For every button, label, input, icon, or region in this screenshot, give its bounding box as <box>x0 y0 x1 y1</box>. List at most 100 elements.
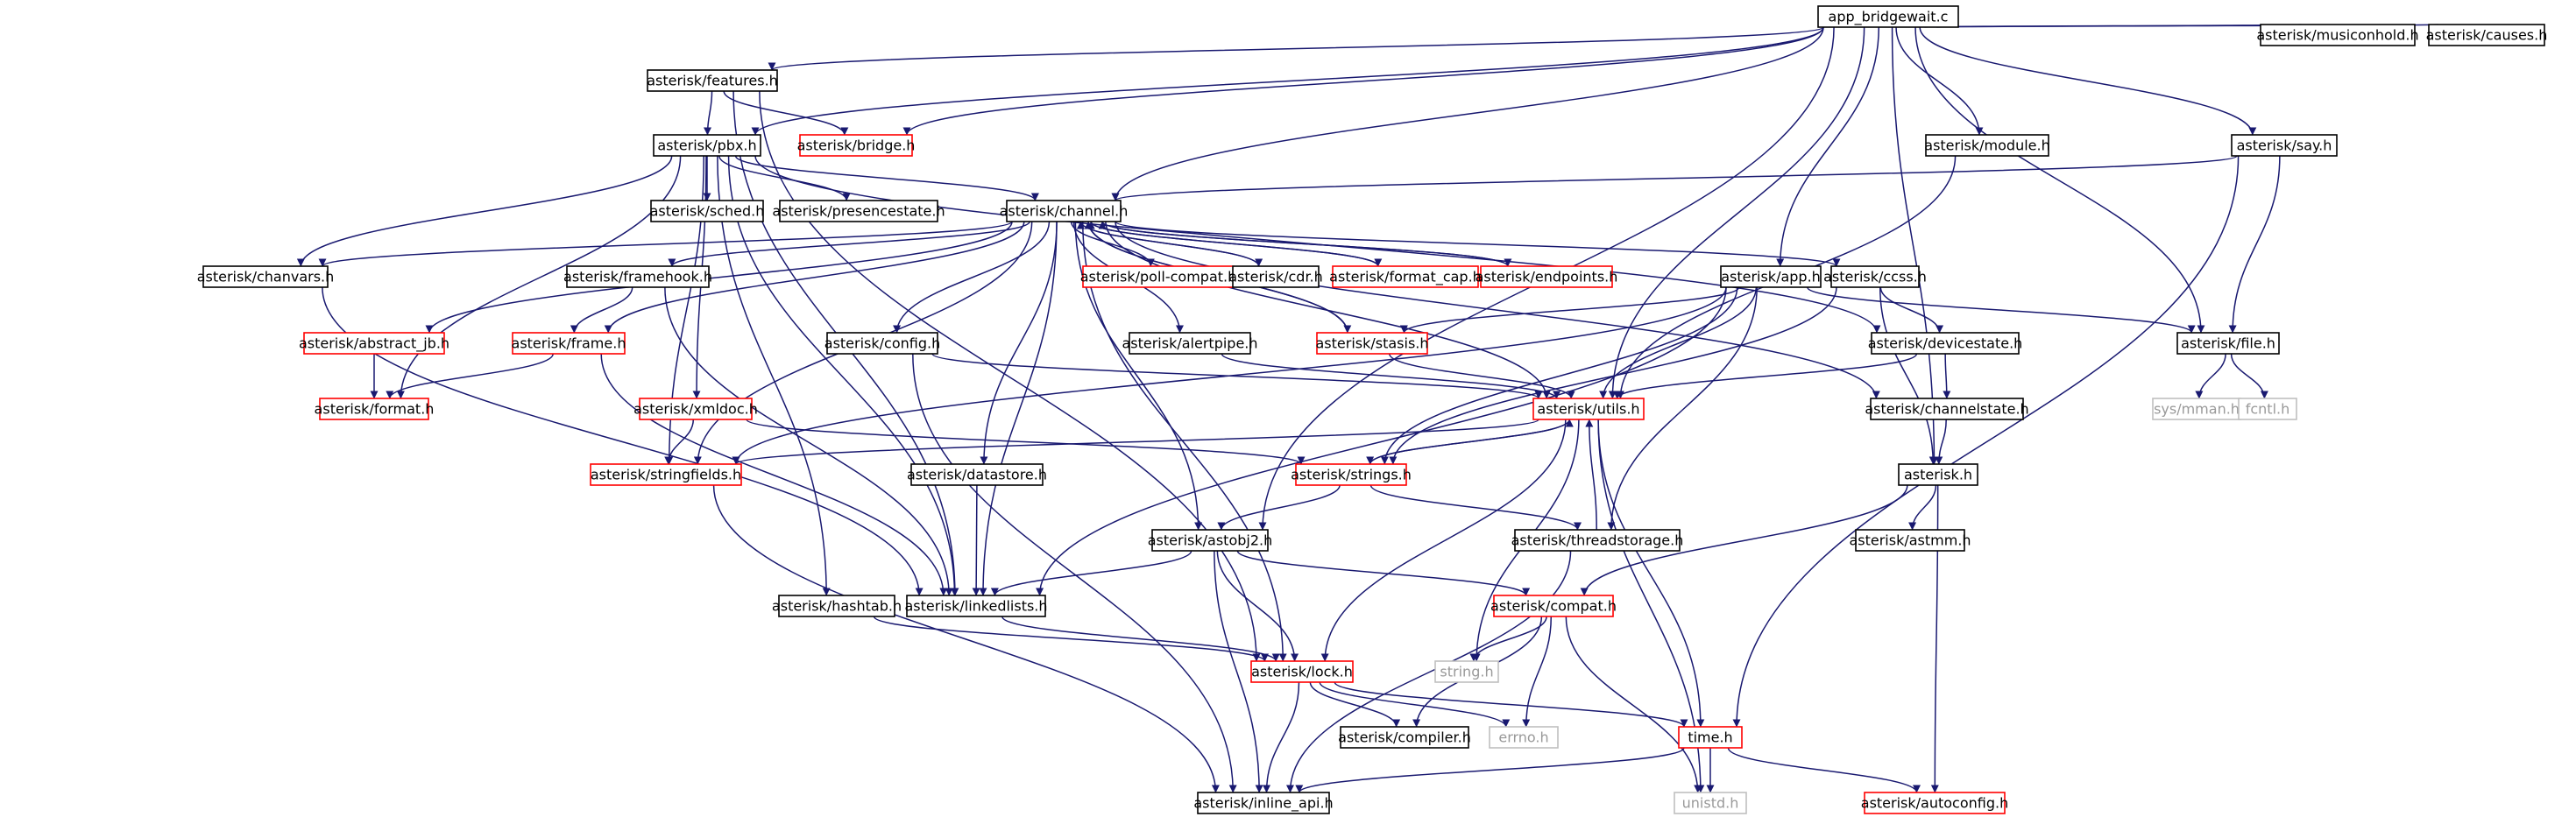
edge-app-to-stasis <box>1400 286 1740 334</box>
node-box <box>2152 398 2241 420</box>
edge-app-to-threadstorage <box>1607 286 1758 531</box>
edge-ccss-to-devicestate <box>1879 286 1944 334</box>
node-say[interactable]: asterisk/say.h <box>2231 134 2338 157</box>
edge-channel-to-datastore <box>980 221 1058 465</box>
node-config[interactable]: asterisk/config.h <box>824 332 940 355</box>
node-framehook[interactable]: asterisk/framehook.h <box>563 265 712 288</box>
node-label: asterisk/compat.h <box>1490 598 1617 615</box>
node-label: asterisk/app.h <box>1721 269 1821 285</box>
node-lock[interactable]: asterisk/lock.h <box>1250 660 1354 683</box>
node-time[interactable]: time.h <box>1678 726 1743 749</box>
node-pollcompat[interactable]: asterisk/poll-compat.h <box>1080 265 1237 288</box>
node-astobj2[interactable]: asterisk/astobj2.h <box>1148 529 1272 552</box>
edge-threadstorage-to-inlineapi <box>1286 550 1572 793</box>
edge-features-to-pbx <box>703 90 713 136</box>
node-linkedlists[interactable]: asterisk/linkedlists.h <box>904 595 1048 617</box>
edge-frame-to-format <box>386 353 554 399</box>
edge-channel-to-framehook <box>668 221 1030 267</box>
node-formatcap[interactable]: asterisk/format_cap.h <box>1329 265 1482 288</box>
node-compiler[interactable]: asterisk/compiler.h <box>1338 726 1471 749</box>
edge-say-to-file <box>2228 155 2281 334</box>
node-abstractjb[interactable]: asterisk/abstract_jb.h <box>299 332 449 355</box>
node-presencestate[interactable]: asterisk/presencestate.h <box>772 200 945 222</box>
edge-pbx-to-linkedlists <box>727 155 959 596</box>
node-utils[interactable]: asterisk/utils.h <box>1532 398 1645 420</box>
node-box <box>1232 265 1320 288</box>
node-channelstate[interactable]: asterisk/channelstate.h <box>1865 398 2029 420</box>
node-pbx[interactable]: asterisk/pbx.h <box>653 134 761 157</box>
node-asterisk[interactable]: asterisk.h <box>1898 463 1978 486</box>
node-label: asterisk/abstract_jb.h <box>299 335 449 353</box>
node-label: asterisk/poll-compat.h <box>1080 269 1237 285</box>
node-endpoints[interactable]: asterisk/endpoints.h <box>1476 265 1618 288</box>
edge-astobj2-to-inlineapi <box>1214 550 1263 793</box>
node-module[interactable]: asterisk/module.h <box>1924 134 2050 157</box>
node-label: asterisk/features.h <box>647 73 778 89</box>
edge-app_bridgewait-to-channel <box>1111 26 1824 201</box>
node-astmm[interactable]: asterisk/astmm.h <box>1849 529 1971 552</box>
node-xmldoc[interactable]: asterisk/xmldoc.h <box>633 398 758 420</box>
node-ccss[interactable]: asterisk/ccss.h <box>1823 265 1927 288</box>
node-box <box>2231 134 2338 157</box>
node-stasis[interactable]: asterisk/stasis.h <box>1315 332 1429 355</box>
node-sched[interactable]: asterisk/sched.h <box>650 200 765 222</box>
node-format[interactable]: asterisk/format.h <box>315 398 435 420</box>
node-frame[interactable]: asterisk/frame.h <box>512 332 626 355</box>
node-box <box>1817 5 1959 28</box>
node-box <box>2238 398 2297 420</box>
node-channel[interactable]: asterisk/channel.h <box>1000 200 1129 222</box>
node-stringfields[interactable]: asterisk/stringfields.h <box>590 463 742 486</box>
node-label: asterisk/file.h <box>2181 335 2275 352</box>
node-box <box>1898 463 1978 486</box>
edge-astobj2-to-linkedlists <box>990 550 1192 596</box>
node-musiconhold[interactable]: asterisk/musiconhold.h <box>2256 24 2419 46</box>
node-box <box>910 463 1044 486</box>
node-box <box>566 265 710 288</box>
edge-pbx-to-format <box>396 155 682 399</box>
node-features[interactable]: asterisk/features.h <box>647 69 778 92</box>
edge-ccss-to-strings <box>1389 286 1837 465</box>
node-string: string.h <box>1434 660 1499 683</box>
node-hashtab[interactable]: asterisk/hashtab.h <box>772 595 902 617</box>
edge-endpoints-to-channel <box>1098 221 1509 267</box>
node-cdr[interactable]: asterisk/cdr.h <box>1228 265 1323 288</box>
node-compat[interactable]: asterisk/compat.h <box>1490 595 1617 617</box>
node-threadstorage[interactable]: asterisk/threadstorage.h <box>1511 529 1684 552</box>
node-label: asterisk/utils.h <box>1537 401 1639 418</box>
edge-pbx-to-presencestate <box>718 155 851 201</box>
edge-asterisk-to-astmm <box>1908 484 1937 531</box>
node-label: asterisk/sched.h <box>650 203 765 220</box>
node-box <box>1340 726 1469 749</box>
node-causes[interactable]: asterisk/causes.h <box>2426 24 2548 46</box>
node-box <box>1678 726 1743 749</box>
node-alertpipe[interactable]: asterisk/alertpipe.h <box>1122 332 1258 355</box>
node-strings[interactable]: asterisk/strings.h <box>1291 463 1412 486</box>
node-box <box>303 332 445 355</box>
node-label: asterisk/stasis.h <box>1315 335 1428 352</box>
node-autoconfig[interactable]: asterisk/autoconfig.h <box>1861 792 2008 814</box>
edge-strings-to-utils <box>1369 419 1574 465</box>
edge-lock-to-compiler <box>1309 681 1401 728</box>
node-file[interactable]: asterisk/file.h <box>2176 332 2280 355</box>
node-label: asterisk/format_cap.h <box>1329 269 1482 286</box>
node-box <box>1082 265 1235 288</box>
edge-utils-to-lock <box>1320 419 1567 662</box>
node-app[interactable]: asterisk/app.h <box>1720 265 1822 288</box>
edge-app_bridgewait-to-app <box>1776 26 1880 267</box>
node-label: asterisk/format.h <box>315 401 435 418</box>
node-box <box>1514 529 1681 552</box>
node-devicestate[interactable]: asterisk/devicestate.h <box>1868 332 2023 355</box>
node-bridge[interactable]: asterisk/bridge.h <box>797 134 916 157</box>
node-datastore[interactable]: asterisk/datastore.h <box>907 463 1047 486</box>
edge-config-to-utils <box>931 353 1543 399</box>
node-inlineapi[interactable]: asterisk/inline_api.h <box>1193 792 1334 814</box>
edge-app_bridgewait-to-pbx <box>751 26 1824 136</box>
node-box <box>1332 265 1479 288</box>
node-app_bridgewait[interactable]: app_bridgewait.c <box>1817 5 1959 28</box>
node-label: asterisk/config.h <box>824 335 940 352</box>
edge-app-to-file <box>1807 286 2196 334</box>
node-label: asterisk/compiler.h <box>1338 729 1471 746</box>
node-chanvars[interactable]: asterisk/chanvars.h <box>197 265 335 288</box>
edge-strings-to-astobj2 <box>1217 484 1341 531</box>
